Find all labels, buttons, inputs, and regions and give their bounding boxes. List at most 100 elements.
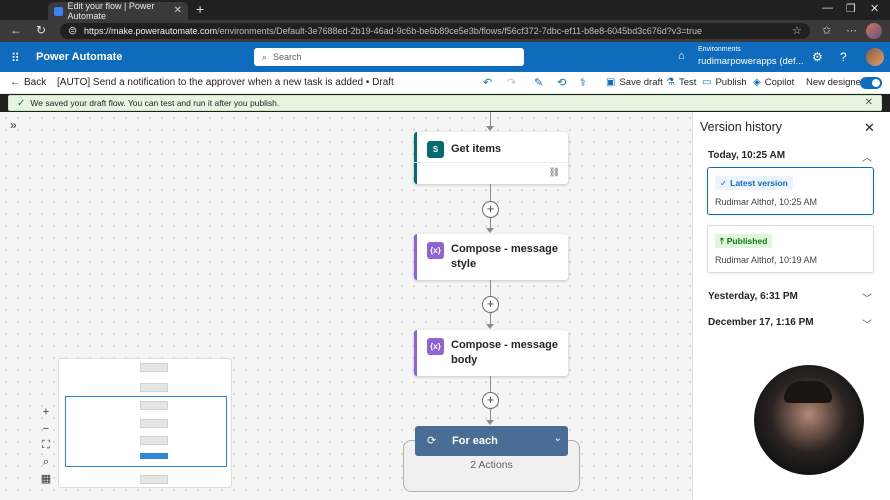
minimap-node-foreach bbox=[140, 453, 168, 459]
help-icon[interactable]: ? bbox=[840, 50, 847, 64]
favorites-icon[interactable]: ✩ bbox=[822, 25, 832, 37]
back-button[interactable]: ←Back bbox=[10, 77, 46, 88]
site-info-icon[interactable]: ⊜ bbox=[68, 25, 78, 37]
app-name[interactable]: Power Automate bbox=[36, 51, 123, 63]
close-panel-icon[interactable]: ✕ bbox=[864, 120, 875, 135]
action-card-compose-message-style[interactable]: {x} Compose - message style bbox=[414, 234, 568, 280]
link-icon[interactable]: ⛓ bbox=[548, 167, 560, 177]
action-card-get-items[interactable]: S Get items ⛓ bbox=[414, 132, 568, 184]
favorite-star-icon[interactable]: ☆ bbox=[792, 25, 802, 37]
connector-arrow bbox=[486, 228, 494, 233]
test-button[interactable]: ⚗Test bbox=[666, 77, 696, 88]
version-card-latest[interactable]: ✓Latest version Rudimar Althof, 10:25 AM bbox=[707, 167, 874, 215]
save-draft-button[interactable]: ▣Save draft bbox=[606, 77, 663, 88]
minimap-viewport[interactable] bbox=[65, 396, 227, 467]
card-title: Compose - message style bbox=[451, 242, 558, 272]
browser-back-icon[interactable]: ← bbox=[10, 23, 22, 37]
url-path: /environments/Default-3e7688ed-2b19-46ad… bbox=[217, 26, 702, 36]
connector-line bbox=[490, 280, 491, 298]
connector-line bbox=[490, 313, 491, 324]
card-title-line1: Compose - message bbox=[451, 243, 558, 255]
flow-title: [AUTO] Send a notification to the approv… bbox=[57, 77, 394, 88]
settings-gear-icon[interactable]: ⚙ bbox=[812, 50, 823, 64]
refresh-icon[interactable]: ↻ bbox=[36, 23, 47, 37]
chevron-down-icon[interactable]: ⌄ bbox=[553, 433, 562, 444]
health-icon[interactable]: ⚕ bbox=[580, 77, 586, 89]
connector-line bbox=[490, 112, 491, 126]
version-group-december-17[interactable]: December 17, 1:16 PM bbox=[708, 317, 814, 328]
fit-view-icon[interactable]: ⛶ bbox=[42, 439, 50, 451]
search-canvas-icon[interactable]: ⌕ bbox=[42, 456, 50, 468]
panel-title: Version history bbox=[700, 120, 782, 134]
chevron-down-icon[interactable]: ﹀ bbox=[862, 320, 872, 331]
version-card-published[interactable]: ⤒Published Rudimar Althof, 10:19 AM bbox=[707, 225, 874, 273]
foreach-actions-count[interactable]: 2 Actions bbox=[470, 459, 513, 471]
publish-icon: ▭ bbox=[702, 77, 712, 88]
minimap[interactable] bbox=[58, 358, 232, 488]
copilot-label: Copilot bbox=[764, 77, 795, 88]
badge-label: Latest version bbox=[730, 178, 788, 188]
zoom-out-icon[interactable]: − bbox=[42, 423, 50, 435]
new-tab-icon[interactable]: + bbox=[196, 1, 205, 17]
window-close-icon[interactable]: ✕ bbox=[870, 3, 880, 15]
version-group-today[interactable]: Today, 10:25 AM bbox=[708, 150, 786, 161]
redo-icon[interactable]: ↷ bbox=[507, 77, 517, 89]
search-input[interactable]: ⌕ Search bbox=[254, 48, 524, 66]
map-icon[interactable]: ▦ bbox=[40, 473, 52, 485]
command-bar: ←Back [AUTO] Send a notification to the … bbox=[0, 72, 890, 94]
dismiss-notice-icon[interactable]: ✕ bbox=[864, 97, 873, 108]
maximize-icon[interactable]: ❐ bbox=[846, 3, 856, 15]
chevron-down-icon[interactable]: ﹀ bbox=[862, 294, 872, 305]
add-step-button[interactable]: + bbox=[482, 296, 499, 313]
new-designer-toggle[interactable] bbox=[860, 77, 882, 89]
publish-button[interactable]: ▭Publish bbox=[702, 77, 747, 88]
foreach-header[interactable]: ⟳ For each ⌄ bbox=[415, 426, 568, 456]
environment-name[interactable]: rudimarpowerapps (def... bbox=[698, 56, 804, 67]
card-title-line2: body bbox=[451, 354, 478, 366]
app-header: ⠿ Power Automate ⌕ Search ⌂ Environments… bbox=[0, 42, 890, 72]
card-title: Get items bbox=[451, 143, 502, 155]
back-label: Back bbox=[24, 77, 47, 88]
save-draft-label: Save draft bbox=[619, 77, 663, 88]
expand-panel-icon[interactable]: » bbox=[10, 118, 17, 132]
minimap-node bbox=[140, 475, 168, 484]
environment-icon[interactable]: ⌂ bbox=[678, 50, 685, 62]
chevron-up-icon[interactable]: ︿ bbox=[862, 153, 872, 164]
minimap-node bbox=[140, 383, 168, 392]
card-title-line2: style bbox=[451, 258, 477, 270]
browser-profile-avatar[interactable] bbox=[866, 23, 882, 39]
compose-icon: {x} bbox=[427, 338, 444, 355]
version-history-icon[interactable]: ⟲ bbox=[557, 77, 567, 89]
notice-text: We saved your draft flow. You can test a… bbox=[30, 98, 280, 108]
undo-icon[interactable]: ↶ bbox=[483, 77, 493, 89]
url-bar[interactable]: https://make.powerautomate.com/environme… bbox=[60, 23, 810, 39]
browser-tab[interactable]: Edit your flow | Power Automate ✕ bbox=[48, 1, 188, 21]
user-avatar[interactable] bbox=[866, 48, 884, 66]
connector-arrow bbox=[486, 324, 494, 329]
minimap-node bbox=[140, 419, 168, 428]
save-icon: ▣ bbox=[606, 77, 616, 88]
close-tab-icon[interactable]: ✕ bbox=[173, 5, 182, 16]
copilot-button[interactable]: ◈Copilot bbox=[753, 77, 794, 88]
app-launcher-icon[interactable]: ⠿ bbox=[11, 51, 20, 65]
flow-checker-icon[interactable]: ✎ bbox=[534, 77, 544, 89]
connector-line bbox=[490, 218, 491, 228]
version-meta: Rudimar Althof, 10:25 AM bbox=[715, 197, 818, 207]
loop-icon: ⟳ bbox=[427, 435, 437, 447]
new-designer-label: New designer bbox=[806, 77, 865, 88]
connector-line bbox=[490, 409, 491, 420]
card-divider bbox=[414, 162, 568, 163]
card-accent bbox=[414, 330, 417, 376]
zoom-in-icon[interactable]: + bbox=[42, 406, 50, 418]
connector-arrow bbox=[486, 420, 494, 425]
more-options-icon[interactable]: ⋯ bbox=[846, 25, 857, 37]
minimize-icon[interactable]: — bbox=[822, 2, 833, 14]
webcam-figure bbox=[784, 381, 832, 403]
url-host: https://make.powerautomate.com bbox=[84, 26, 218, 36]
compose-icon: {x} bbox=[427, 242, 444, 259]
version-group-yesterday[interactable]: Yesterday, 6:31 PM bbox=[708, 291, 798, 302]
add-step-button[interactable]: + bbox=[482, 201, 499, 218]
draft-saved-notice: ✓ We saved your draft flow. You can test… bbox=[8, 95, 882, 111]
add-step-button[interactable]: + bbox=[482, 392, 499, 409]
